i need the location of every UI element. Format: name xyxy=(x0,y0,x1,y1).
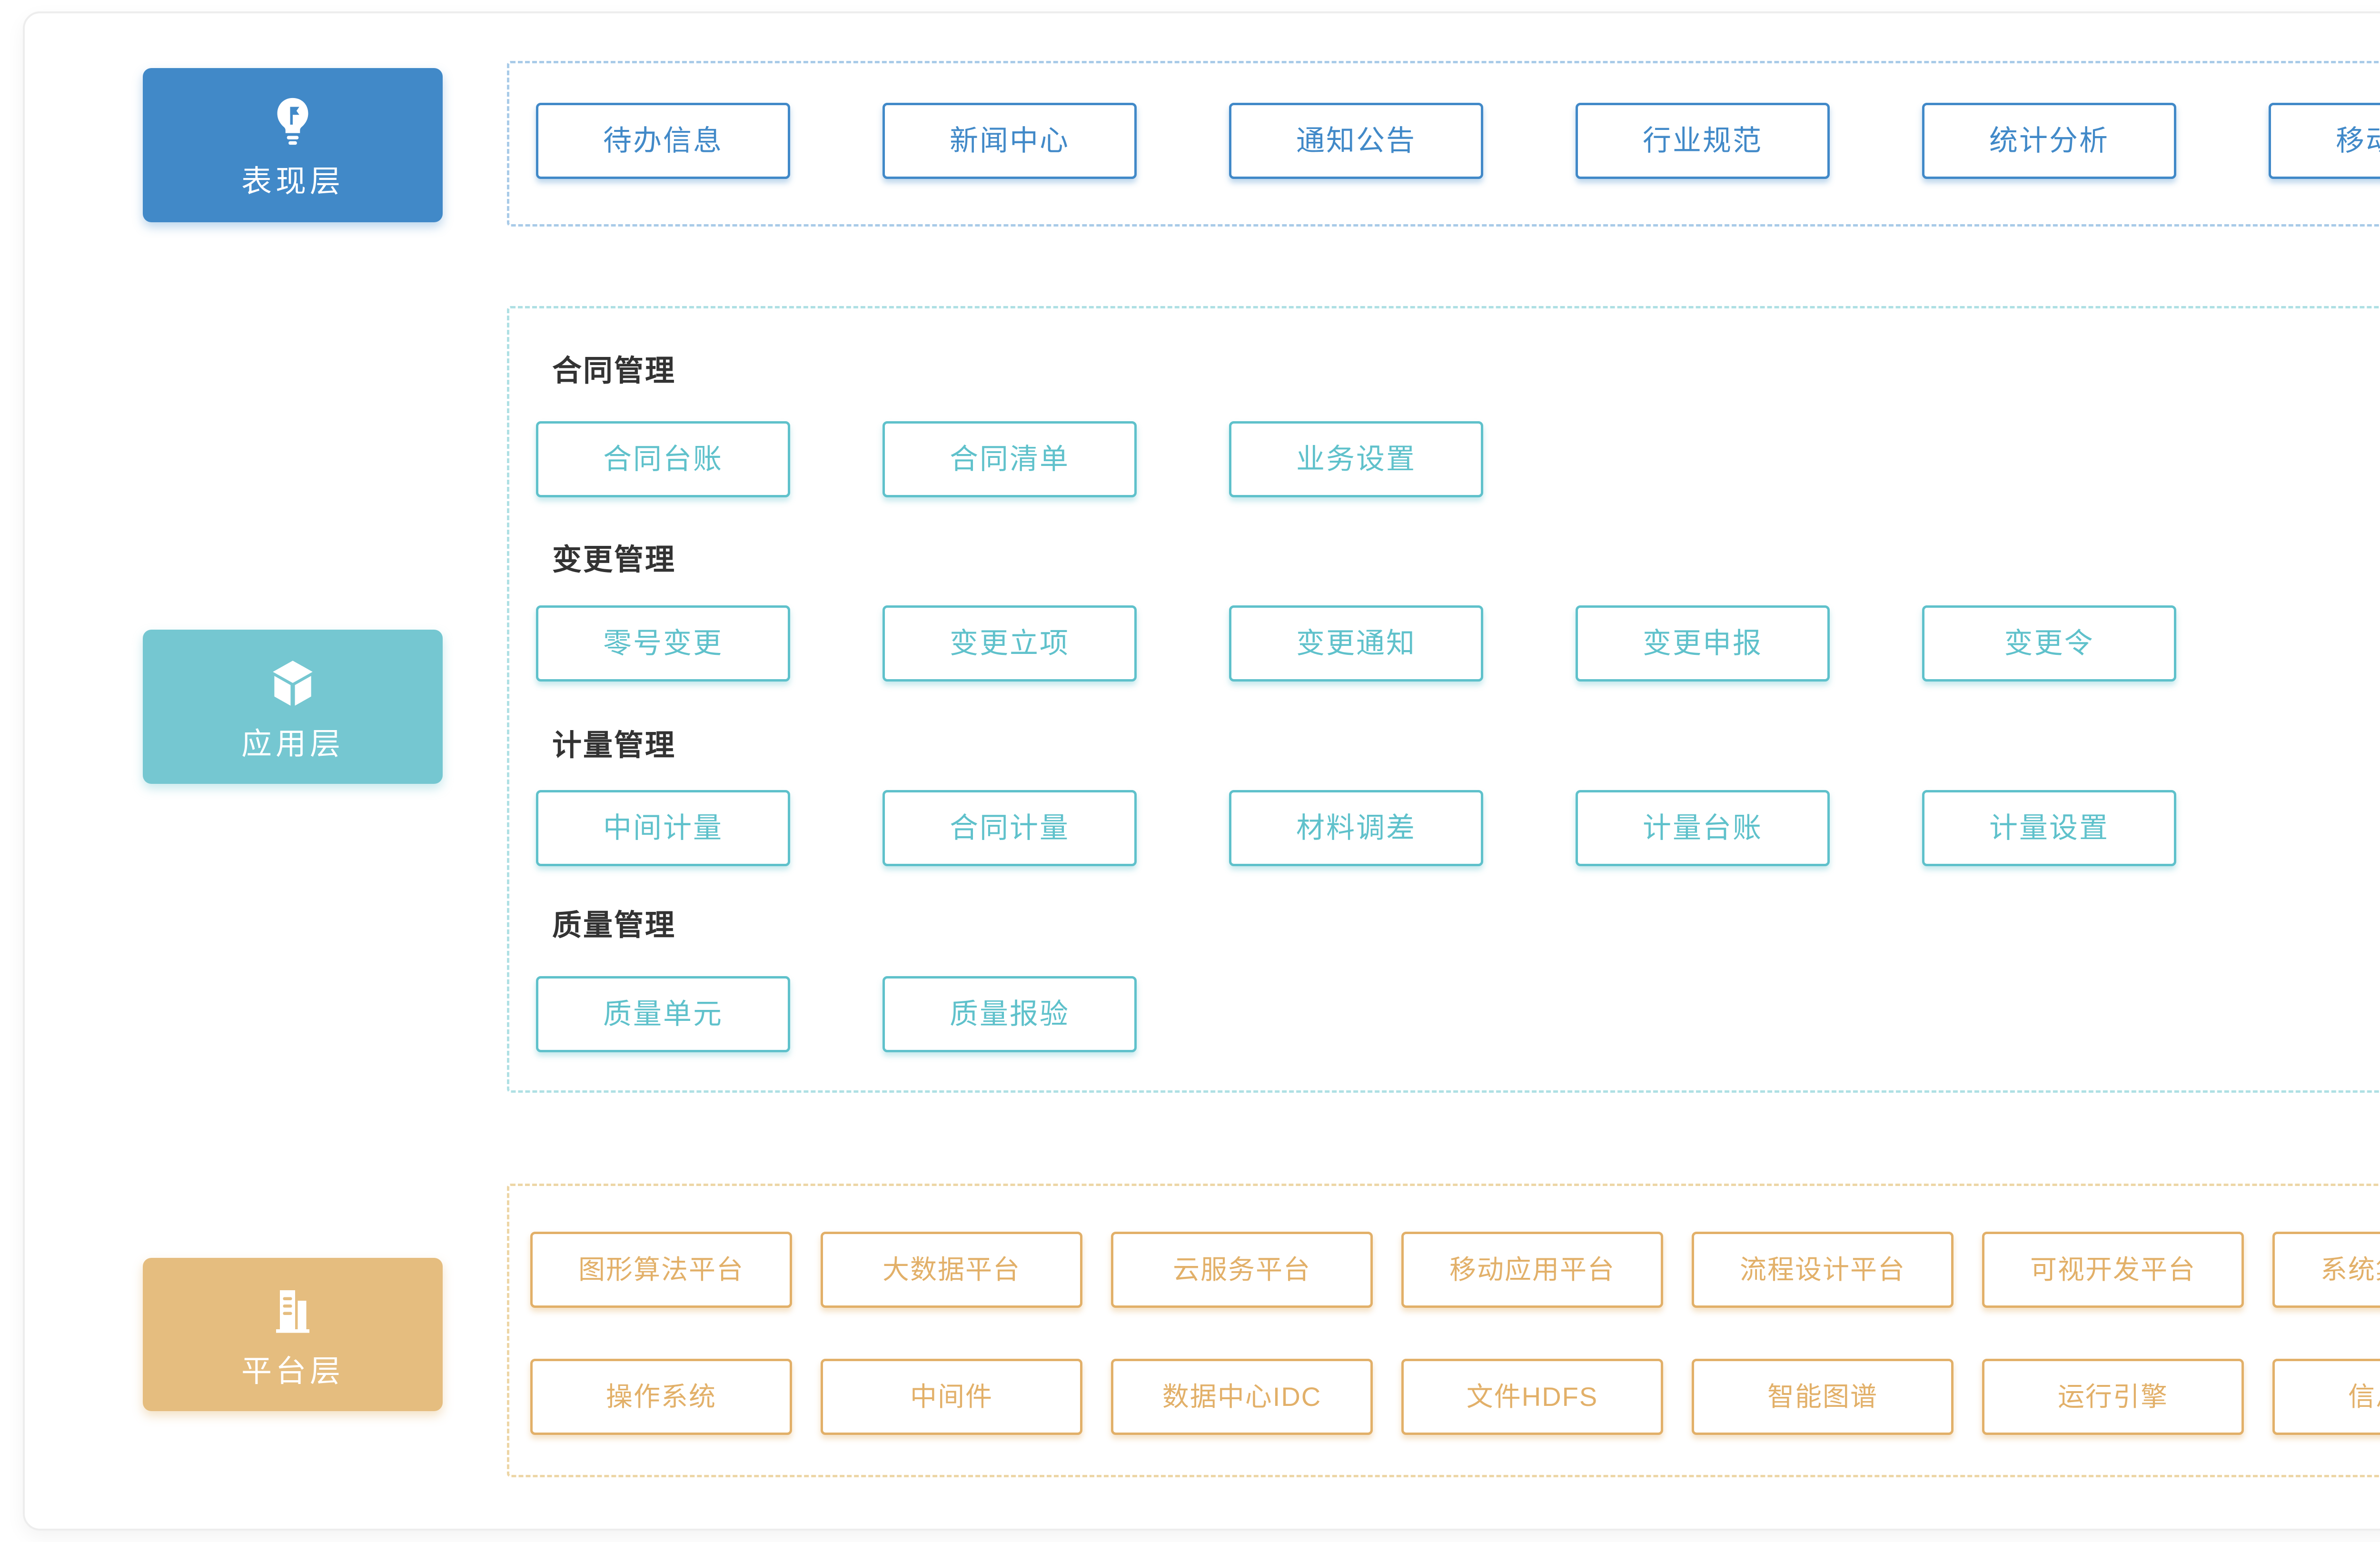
layer-label-presentation: 表现层 xyxy=(241,164,344,198)
module-tile-application[interactable]: 业务设置 xyxy=(1229,421,1483,497)
cube-icon xyxy=(264,654,322,712)
group-title: 质量管理 xyxy=(552,909,676,942)
module-tile-application[interactable]: 质量报验 xyxy=(883,976,1137,1052)
platform-modules-panel: 图形算法平台 大数据平台 云服务平台 移动应用平台 流程设计平台 可视开发平台 … xyxy=(507,1184,2380,1477)
module-tile-platform[interactable]: 操作系统 xyxy=(530,1359,792,1435)
module-tile-application[interactable]: 变更令 xyxy=(1922,605,2176,682)
module-tile-platform[interactable]: 大数据平台 xyxy=(821,1232,1082,1308)
module-tile-platform[interactable]: 智能图谱 xyxy=(1692,1359,1954,1435)
module-tile-presentation[interactable]: 移动应用 xyxy=(2269,103,2380,179)
module-tile-platform[interactable]: 流程设计平台 xyxy=(1692,1232,1954,1308)
module-tile-application[interactable]: 变更通知 xyxy=(1229,605,1483,682)
layer-label-platform: 平台层 xyxy=(241,1354,344,1388)
layer-box-application: 应用层 xyxy=(143,630,443,784)
module-tile-presentation[interactable]: 通知公告 xyxy=(1229,103,1483,179)
module-tile-application[interactable]: 质量单元 xyxy=(536,976,790,1052)
module-tile-application[interactable]: 计量台账 xyxy=(1576,790,1830,866)
module-tile-platform[interactable]: 文件HDFS xyxy=(1401,1359,1663,1435)
module-tile-presentation[interactable]: 统计分析 xyxy=(1922,103,2176,179)
module-tile-application[interactable]: 变更立项 xyxy=(883,605,1137,682)
module-tile-application[interactable]: 零号变更 xyxy=(536,605,790,682)
layer-label-application: 应用层 xyxy=(241,727,344,761)
module-tile-application[interactable]: 中间计量 xyxy=(536,790,790,866)
group-title: 计量管理 xyxy=(552,729,676,762)
module-tile-platform[interactable]: 数据中心IDC xyxy=(1111,1359,1373,1435)
module-tile-platform[interactable]: 移动应用平台 xyxy=(1401,1232,1663,1308)
module-tile-application[interactable]: 合同清单 xyxy=(883,421,1137,497)
module-tile-platform[interactable]: 可视开发平台 xyxy=(1982,1232,2244,1308)
module-tile-platform[interactable]: 系统集成平台 xyxy=(2272,1232,2380,1308)
group-title: 变更管理 xyxy=(552,544,676,576)
buildings-icon xyxy=(264,1283,321,1340)
module-tile-platform[interactable]: 云服务平台 xyxy=(1111,1232,1373,1308)
module-tile-application[interactable]: 合同计量 xyxy=(883,790,1137,866)
presentation-modules-panel: 待办信息 新闻中心 通知公告 行业规范 统计分析 移动应用 xyxy=(507,61,2380,227)
layer-box-presentation: 表现层 xyxy=(143,68,443,222)
module-tile-application[interactable]: 材料调差 xyxy=(1229,790,1483,866)
module-tile-presentation[interactable]: 待办信息 xyxy=(536,103,790,179)
module-tile-application[interactable]: 合同台账 xyxy=(536,421,790,497)
application-modules-panel: 合同管理 合同台账 合同清单 业务设置 变更管理 零号变更 变更立项 变更通知 … xyxy=(507,306,2380,1093)
group-title: 合同管理 xyxy=(552,355,676,387)
module-tile-platform[interactable]: 中间件 xyxy=(821,1359,1082,1435)
module-tile-platform[interactable]: 信息安全 xyxy=(2272,1359,2380,1435)
bulb-icon xyxy=(265,94,321,150)
module-tile-application[interactable]: 变更申报 xyxy=(1576,605,1830,682)
module-tile-presentation[interactable]: 行业规范 xyxy=(1576,103,1830,179)
module-tile-application[interactable]: 计量设置 xyxy=(1922,790,2176,866)
module-tile-platform[interactable]: 图形算法平台 xyxy=(530,1232,792,1308)
module-tile-presentation[interactable]: 新闻中心 xyxy=(883,103,1137,179)
module-tile-platform[interactable]: 运行引擎 xyxy=(1982,1359,2244,1435)
layer-box-platform: 平台层 xyxy=(143,1258,443,1411)
